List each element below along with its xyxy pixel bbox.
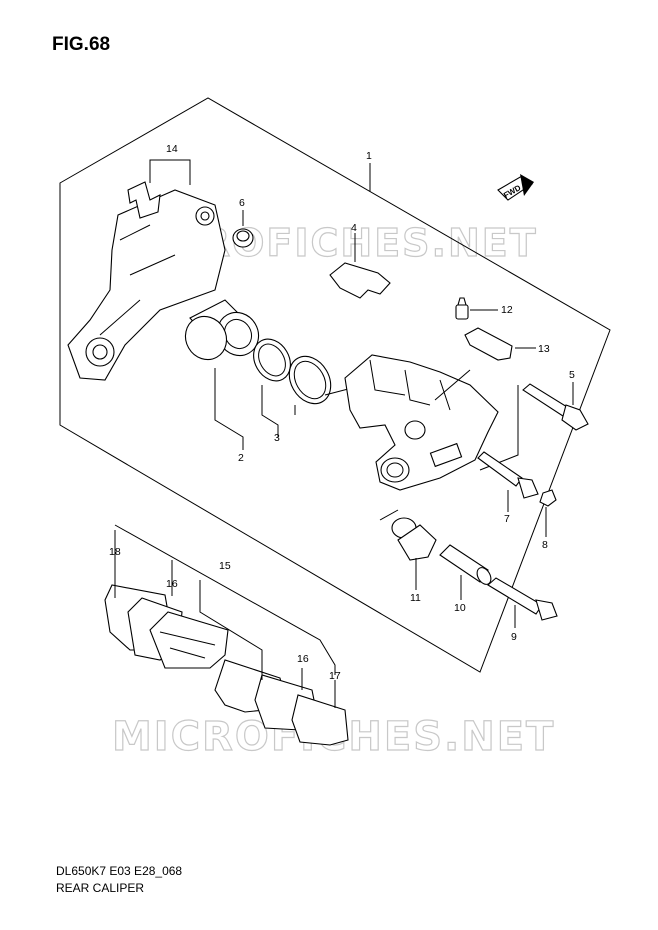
diagram-code: DL650K7 E03 E28_068 xyxy=(56,864,183,878)
callout-8: 8 xyxy=(542,539,548,551)
callout-6: 6 xyxy=(239,197,245,209)
pad-spring-4 xyxy=(329,262,391,299)
diagram-name: REAR CALIPER xyxy=(56,881,145,895)
plate-13 xyxy=(464,327,513,361)
plug-8 xyxy=(539,489,557,507)
callout-14: 14 xyxy=(166,143,178,155)
figure-title: FIG.68 xyxy=(52,34,111,55)
callout-9: 9 xyxy=(511,631,517,643)
boot-6 xyxy=(232,228,254,248)
leader-15 xyxy=(199,580,263,680)
bracket-clip xyxy=(127,181,161,219)
callout-4: 4 xyxy=(351,222,357,234)
leader-2 xyxy=(214,368,244,450)
callout-17: 17 xyxy=(329,670,341,682)
bleeder-axis xyxy=(434,369,471,401)
callout-10: 10 xyxy=(454,602,466,614)
callout-3: 3 xyxy=(274,432,280,444)
callout-16a: 16 xyxy=(166,578,178,590)
pads-group-bracket xyxy=(114,524,336,675)
callout-16b: 16 xyxy=(297,653,309,665)
brake-pads xyxy=(104,584,349,746)
bleeder-valve-12 xyxy=(455,297,469,320)
boot-11 xyxy=(391,517,437,561)
leader-14 xyxy=(149,159,191,185)
seals-3 xyxy=(253,338,332,405)
callout-13: 13 xyxy=(538,343,550,355)
callout-12: 12 xyxy=(501,304,513,316)
piston-2 xyxy=(184,299,260,361)
fwd-arrow-icon: FWD xyxy=(497,174,534,201)
pad-pin-7 xyxy=(477,451,539,499)
caliper-body xyxy=(344,354,499,491)
callout-5: 5 xyxy=(569,369,575,381)
pin-bolt-5 xyxy=(522,383,589,431)
leader-3 xyxy=(261,385,279,437)
callout-18: 18 xyxy=(109,546,121,558)
sleeve-axis xyxy=(379,509,399,521)
bolt-9 xyxy=(487,577,558,621)
callout-7: 7 xyxy=(504,513,510,525)
callout-15: 15 xyxy=(219,560,231,572)
callout-1: 1 xyxy=(366,150,372,162)
callout-11: 11 xyxy=(410,592,421,604)
sleeve-10 xyxy=(439,544,492,585)
callout-2: 2 xyxy=(238,452,244,464)
caliper-bracket xyxy=(67,189,226,381)
